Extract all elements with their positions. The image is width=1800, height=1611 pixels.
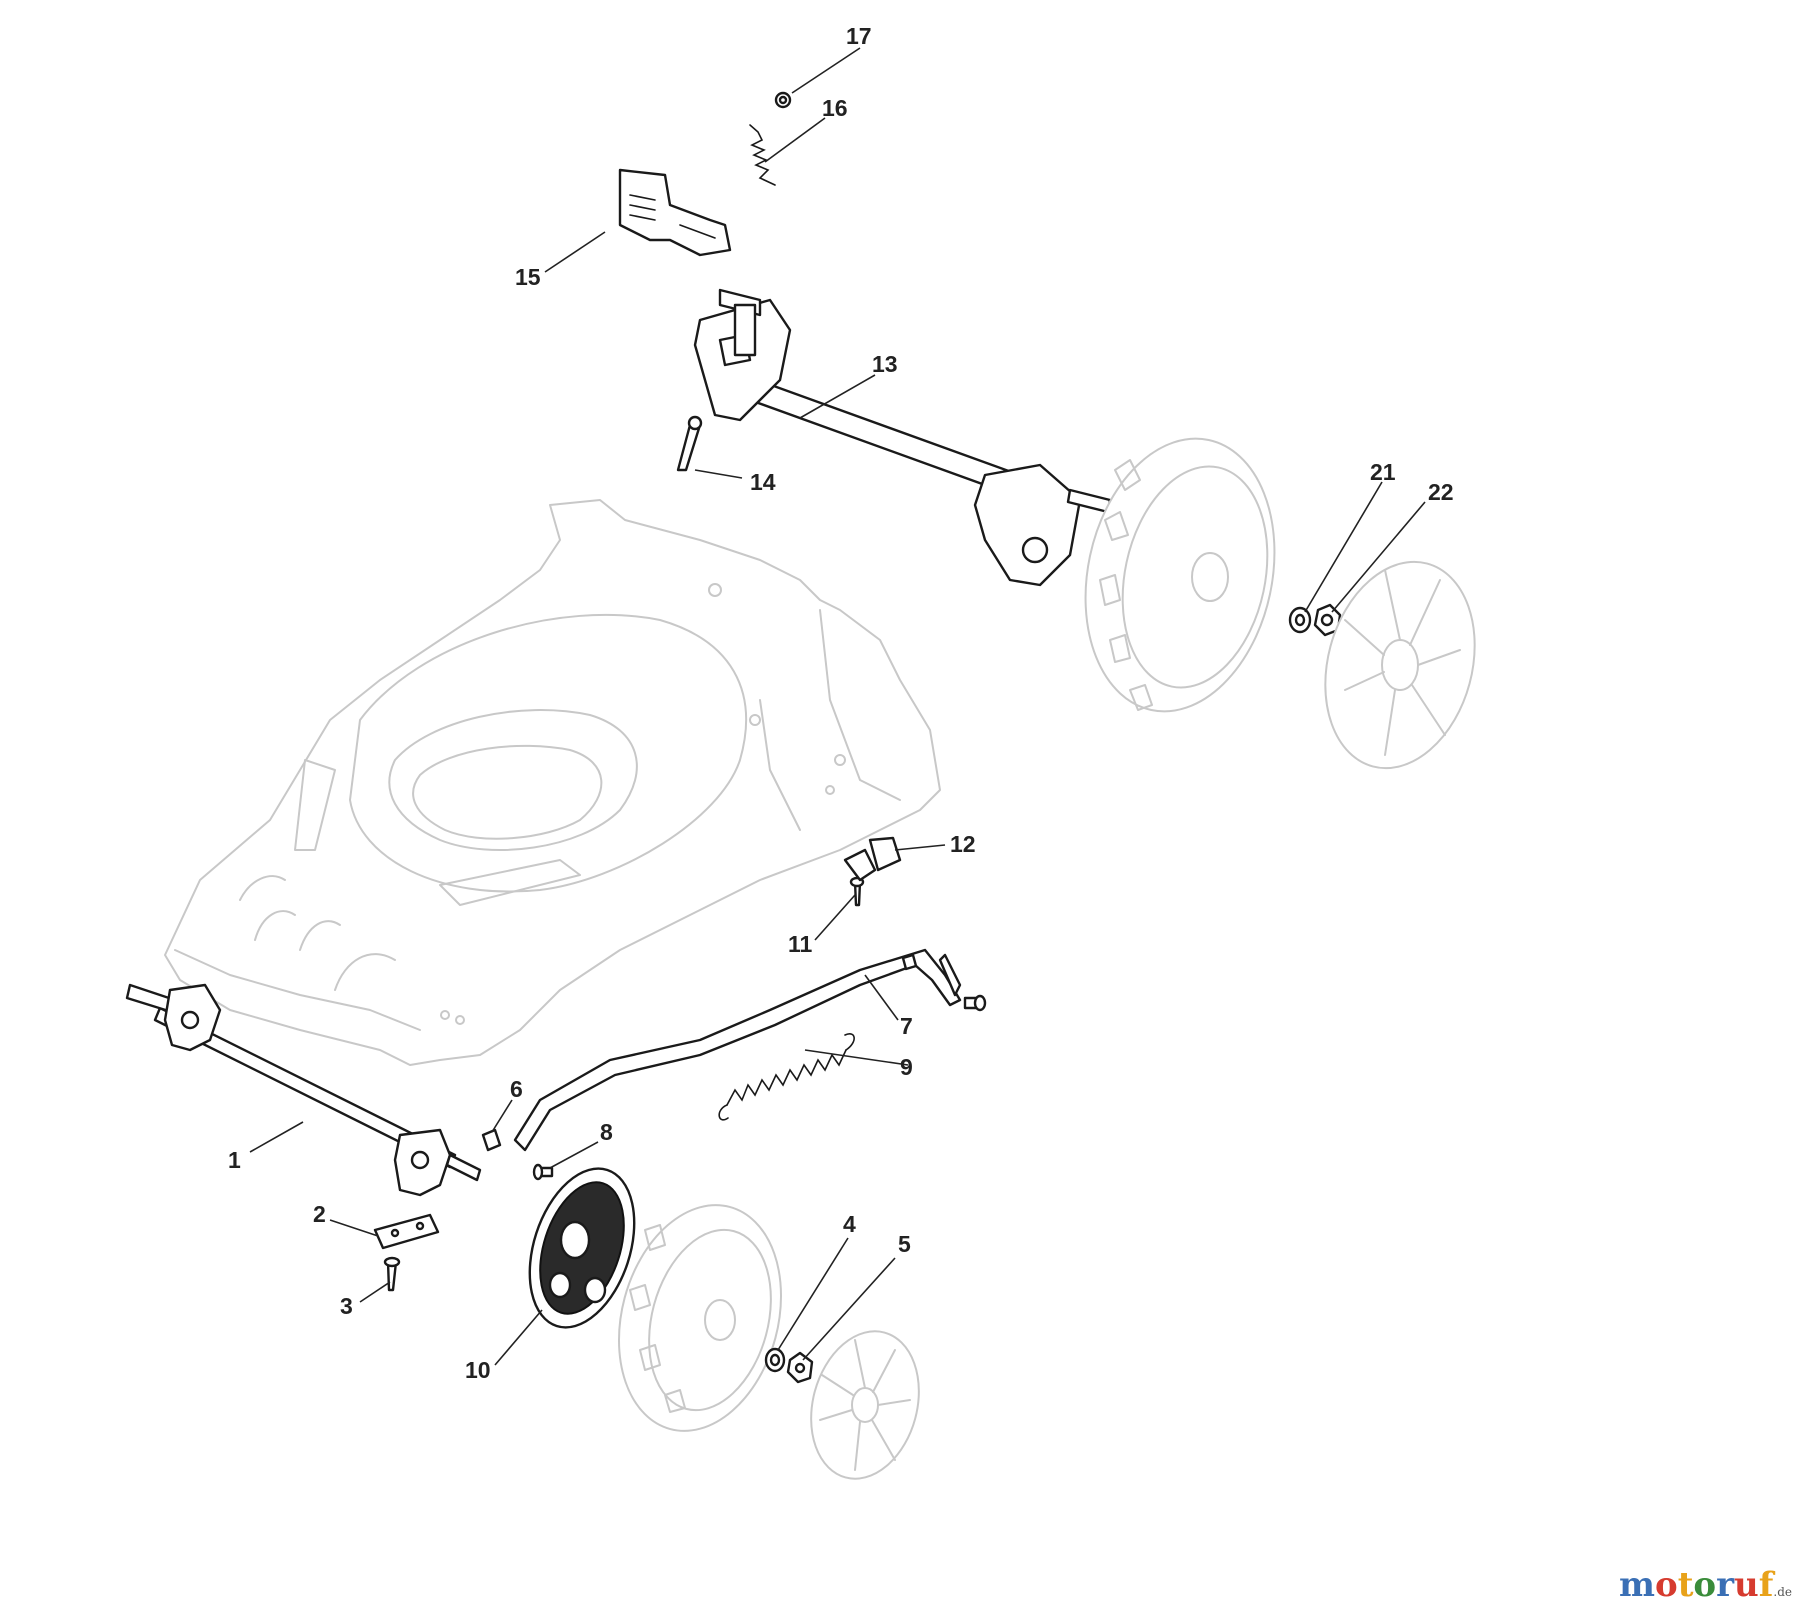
callout-21: 21 [1370,459,1396,485]
callout-16: 16 [822,95,848,121]
rear-wheel [1084,437,1276,713]
callout-11: 11 [788,931,813,957]
pin-part [676,415,703,472]
callout-8: 8 [600,1119,613,1145]
logo-letter: o [1693,1565,1717,1605]
screw-right [963,994,987,1012]
callout-5: 5 [898,1231,911,1257]
callout-6: 6 [510,1076,523,1102]
callout-12: 12 [950,831,976,857]
callout-2: 2 [313,1201,326,1227]
clip-rod [901,953,918,971]
callout-10: 10 [465,1357,491,1383]
logo-letter: f [1758,1565,1774,1605]
motoruf-logo: motoruf.de [1619,1565,1792,1605]
callout-15: 15 [515,264,541,290]
leader-lines [249,47,1426,1366]
rear-axle-assembly [693,288,1112,587]
adjust-rod [513,948,962,1152]
callout-1: 1 [228,1147,241,1173]
washer-front [764,1347,786,1373]
callout-9: 9 [900,1054,913,1080]
callout-4: 4 [843,1211,856,1237]
mower-deck [164,499,941,1066]
front-axle-assembly [125,983,482,1197]
screw-8 [532,1163,554,1181]
screw-11 [849,876,865,907]
callout-17: 17 [846,23,872,49]
bracket-12 [843,836,902,882]
front-hubcap [810,1330,920,1480]
front-wheel-hub [528,1167,636,1329]
logo-letter: t [1677,1565,1694,1605]
callout-13: 13 [872,351,898,377]
callout-7: 7 [900,1013,913,1039]
small-spring [749,124,776,186]
screw-3 [383,1256,401,1292]
callout-labels: 17 16 15 13 14 21 22 12 11 7 9 6 8 1 2 3… [228,23,1454,1383]
front-wheel [617,1204,783,1432]
plate [373,1213,440,1250]
logo-letter: u [1734,1565,1759,1605]
spring-9 [718,1033,855,1121]
logo-suffix: .de [1773,1585,1792,1599]
clip-6 [481,1128,502,1152]
callout-14: 14 [750,469,776,495]
small-nut [774,91,792,109]
callout-3: 3 [340,1293,353,1319]
rear-hubcap [1324,560,1476,770]
height-lever [618,168,732,257]
washer-rear [1288,606,1312,634]
logo-letter: r [1716,1565,1735,1605]
nut-front [786,1351,814,1384]
callout-22: 22 [1428,479,1454,505]
logo-letter: o [1655,1565,1678,1605]
logo-letter: m [1619,1565,1655,1605]
